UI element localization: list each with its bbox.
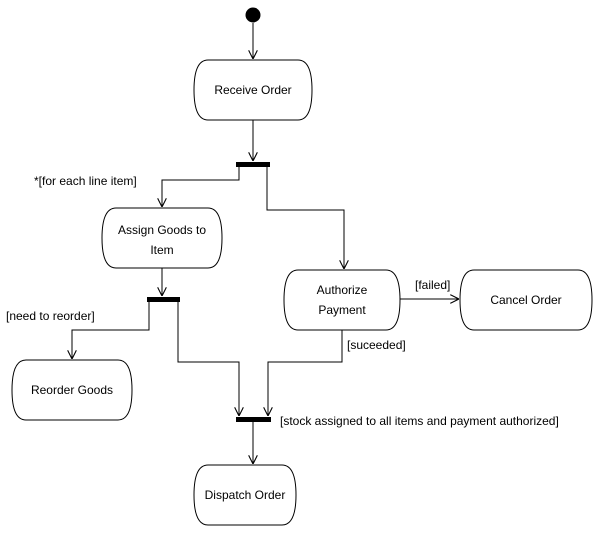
- activity-label: Cancel Order: [490, 293, 561, 307]
- activity-label: Reorder Goods: [31, 383, 113, 397]
- activity-label: Receive Order: [214, 83, 291, 97]
- guard-succeeded: [suceeded]: [347, 338, 406, 352]
- activity-authorize-payment: Authorize Payment: [283, 269, 401, 331]
- activity-dispatch-order: Dispatch Order: [193, 464, 297, 526]
- guard-for-each-line-item: *[for each line item]: [34, 174, 137, 188]
- fork-bar-order: [236, 162, 270, 167]
- activity-label: Item: [150, 243, 173, 257]
- join-bar-dispatch: [236, 417, 271, 422]
- activity-label: Authorize: [317, 283, 368, 297]
- fork-bar-reorder: [147, 297, 180, 302]
- activity-reorder-goods: Reorder Goods: [11, 359, 133, 421]
- guard-stock-and-payment: [stock assigned to all items and payment…: [280, 414, 559, 428]
- activity-label: Assign Goods to: [118, 223, 206, 237]
- flow-edge-authorize-to-join: [268, 330, 343, 416]
- activity-cancel-order: Cancel Order: [459, 269, 593, 331]
- activity-label: Dispatch Order: [205, 488, 286, 502]
- guard-need-to-reorder: [need to reorder]: [6, 309, 95, 323]
- flow-edge-fork-to-join: [177, 302, 239, 416]
- activity-label: Payment: [318, 303, 366, 317]
- flow-edge-fork-to-authorize: [266, 167, 344, 269]
- flow-edge-fork-to-assign: [162, 167, 240, 207]
- activity-assign-goods: Assign Goods to Item: [101, 207, 223, 269]
- guard-failed: [failed]: [415, 278, 450, 292]
- initial-node: [245, 7, 261, 23]
- flow-edge-to-reorder: [72, 302, 150, 359]
- activity-receive-order: Receive Order: [193, 59, 313, 121]
